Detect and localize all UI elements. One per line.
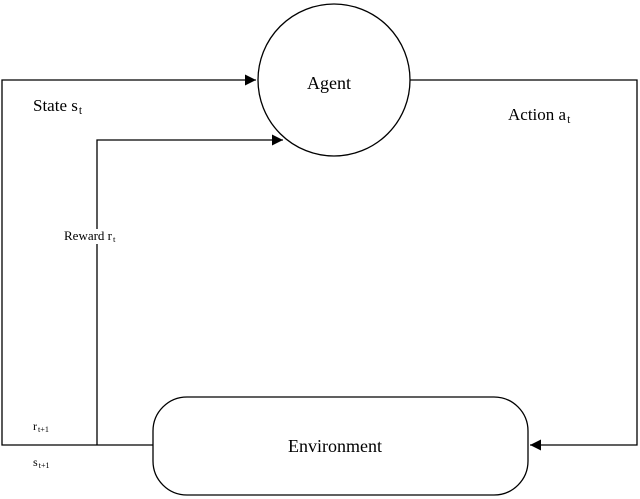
state-label: State st [33, 96, 83, 117]
environment-label: Environment [288, 436, 382, 456]
reward-arrow [96, 134, 283, 445]
state-arrow [1, 74, 256, 446]
environment-node [152, 396, 529, 496]
action-label: Action at [508, 105, 571, 126]
agent-label: Agent [307, 73, 351, 93]
reward-label: Reward rt [63, 228, 117, 244]
action-arrow [410, 79, 638, 451]
next-state-label: st+1 [33, 455, 50, 470]
next-reward-label: rt+1 [33, 419, 49, 434]
